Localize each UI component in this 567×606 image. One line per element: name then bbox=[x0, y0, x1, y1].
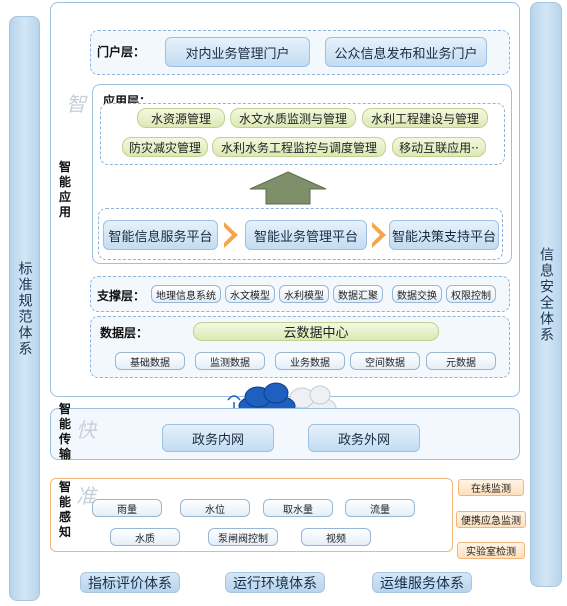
sense-water-intake[interactable]: 取水量 bbox=[263, 499, 333, 517]
smart-transmission-label: 智能传输 bbox=[58, 402, 71, 461]
sense-pump-gate-control[interactable]: 泵闸阀控制 bbox=[208, 528, 278, 546]
internal-business-portal[interactable]: 对内业务管理门户 bbox=[165, 37, 310, 67]
sense-video[interactable]: 视频 bbox=[301, 528, 371, 546]
support-data-aggregation[interactable]: 数据汇聚 bbox=[333, 285, 383, 303]
app-engineering-construction[interactable]: 水利工程建设与管理 bbox=[362, 108, 488, 128]
watermark-zhi: 智 bbox=[66, 92, 86, 116]
support-hydrology-model[interactable]: 水文模型 bbox=[225, 285, 275, 303]
data-layer-label: 数据层： bbox=[100, 326, 149, 340]
support-gis[interactable]: 地理信息系统 bbox=[151, 285, 221, 303]
chevron-right-icon bbox=[224, 222, 238, 248]
app-water-resources[interactable]: 水资源管理 bbox=[137, 108, 225, 128]
up-arrow-icon bbox=[249, 171, 327, 205]
support-data-exchange[interactable]: 数据交换 bbox=[392, 285, 442, 303]
smart-transmission-panel bbox=[50, 408, 520, 460]
standards-system-label: 标准规范体系 bbox=[16, 260, 33, 357]
platform-business-management[interactable]: 智能业务管理平台 bbox=[245, 220, 367, 250]
chevron-right-icon bbox=[372, 222, 386, 248]
operations-service-system[interactable]: 运维服务体系 bbox=[372, 572, 472, 593]
data-business[interactable]: 业务数据 bbox=[275, 352, 345, 370]
standards-system-bar: 标准规范体系 bbox=[9, 16, 40, 601]
cloud-data-center[interactable]: 云数据中心 bbox=[193, 322, 439, 341]
app-hydrology-monitoring[interactable]: 水文水质监测与管理 bbox=[230, 108, 356, 128]
data-spatial[interactable]: 空间数据 bbox=[350, 352, 420, 370]
sense-water-level[interactable]: 水位 bbox=[180, 499, 250, 517]
gov-extranet[interactable]: 政务外网 bbox=[308, 424, 420, 452]
evaluation-index-system[interactable]: 指标评价体系 bbox=[80, 572, 180, 593]
info-security-system-bar: 信息安全体系 bbox=[530, 2, 562, 587]
support-access-control[interactable]: 权限控制 bbox=[446, 285, 496, 303]
data-basic[interactable]: 基础数据 bbox=[115, 352, 185, 370]
sense-rainfall[interactable]: 雨量 bbox=[92, 499, 162, 517]
runtime-environment-system[interactable]: 运行环境体系 bbox=[225, 572, 325, 593]
smart-application-label: 智能应用 bbox=[58, 160, 71, 219]
support-layer-label: 支撑层： bbox=[97, 289, 146, 303]
lab-testing[interactable]: 实验室检测 bbox=[457, 542, 525, 559]
data-meta[interactable]: 元数据 bbox=[426, 352, 496, 370]
info-security-system-label: 信息安全体系 bbox=[538, 246, 554, 343]
sense-flow[interactable]: 流量 bbox=[345, 499, 415, 517]
online-monitoring[interactable]: 在线监测 bbox=[458, 479, 524, 496]
portable-emergency-monitoring[interactable]: 便携应急监测 bbox=[456, 511, 526, 528]
sense-water-quality[interactable]: 水质 bbox=[110, 528, 180, 546]
platform-decision-support[interactable]: 智能决策支持平台 bbox=[389, 220, 499, 250]
watermark-zhun: 准 bbox=[76, 484, 96, 508]
data-monitoring[interactable]: 监测数据 bbox=[195, 352, 265, 370]
watermark-kuai: 快 bbox=[76, 418, 96, 442]
portal-layer-label: 门户层： bbox=[97, 45, 146, 59]
app-disaster-prevention[interactable]: 防灾减灾管理 bbox=[122, 137, 208, 157]
smart-sensing-label: 智能感知 bbox=[58, 480, 71, 539]
app-engineering-dispatch[interactable]: 水利水务工程监控与调度管理 bbox=[212, 137, 386, 157]
platform-info-service[interactable]: 智能信息服务平台 bbox=[103, 220, 218, 250]
public-info-portal[interactable]: 公众信息发布和业务门户 bbox=[325, 37, 487, 67]
app-mobile-internet[interactable]: 移动互联应用·· bbox=[392, 137, 486, 157]
support-water-model[interactable]: 水利模型 bbox=[279, 285, 329, 303]
gov-intranet[interactable]: 政务内网 bbox=[162, 424, 274, 452]
